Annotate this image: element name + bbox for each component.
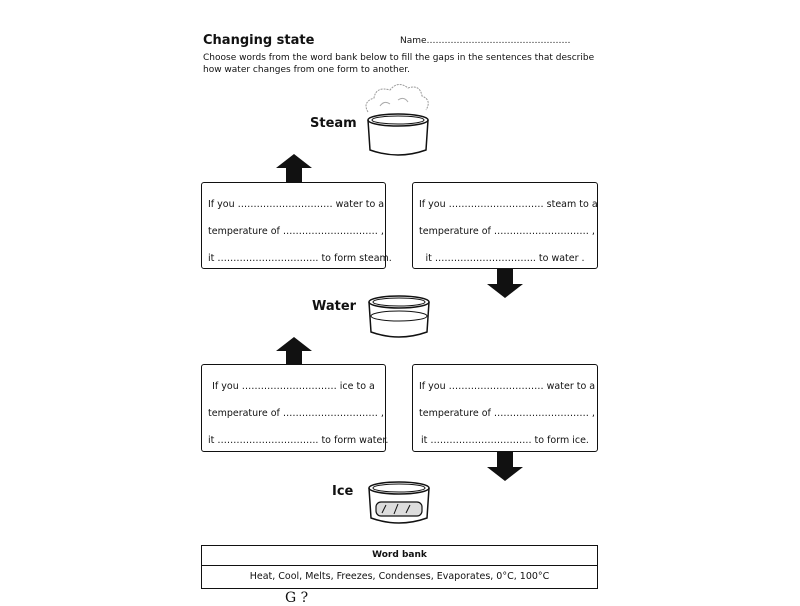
sentence-box-steam-to-water: If you ………………………… steam to a temperature… [412, 182, 598, 269]
sentence-box-water-to-ice: If you ………………………… water to a temperature… [412, 364, 598, 452]
sentence-box-water-to-steam: If you ………………………… water to a temperature… [201, 182, 392, 269]
worksheet-title: Changing state [203, 33, 315, 48]
box-line: If you ………………………… water to a [419, 381, 596, 392]
box-line: If you ………………………… steam to a [419, 199, 598, 210]
box-line: temperature of ………………………… , [208, 226, 384, 237]
box-line: If you ………………………… water to a [208, 199, 385, 210]
box-line: temperature of ………………………… , [419, 226, 595, 237]
arrow-up-icon [276, 337, 312, 367]
bottom-text-fragment: G ? [285, 590, 309, 606]
water-pot-icon [368, 295, 430, 338]
steam-pot-icon [365, 84, 429, 156]
word-bank-heading: Word bank [202, 546, 597, 566]
arrow-down-icon [487, 268, 523, 298]
ice-pot-icon [368, 481, 430, 524]
box-line: temperature of ………………………… , [419, 408, 595, 419]
box-line: it ………………………….. to form ice. [421, 435, 589, 446]
arrow-up-icon [276, 154, 312, 184]
box-line: temperature of ………………………… , [208, 408, 384, 419]
box-line: it ………………………….. to water . [425, 253, 585, 264]
arrow-down-icon [487, 451, 523, 481]
name-field: Name………………………………………… [400, 36, 571, 46]
box-line: it ………………………….. to form water. [208, 435, 389, 446]
instructions: Choose words from the word bank below to… [203, 53, 595, 75]
box-line: it ………………………….. to form steam. [208, 253, 392, 264]
steam-label: Steam [310, 116, 357, 131]
word-bank-words: Heat, Cool, Melts, Freezes, Condenses, E… [249, 571, 550, 582]
water-label: Water [312, 299, 357, 314]
sentence-box-ice-to-water: If you ………………………… ice to a temperature o… [201, 364, 389, 452]
word-bank: Word bank Heat, Cool, Melts, Freezes, Co… [201, 545, 598, 589]
box-line: If you ………………………… ice to a [212, 381, 375, 392]
ice-label: Ice [332, 484, 354, 499]
